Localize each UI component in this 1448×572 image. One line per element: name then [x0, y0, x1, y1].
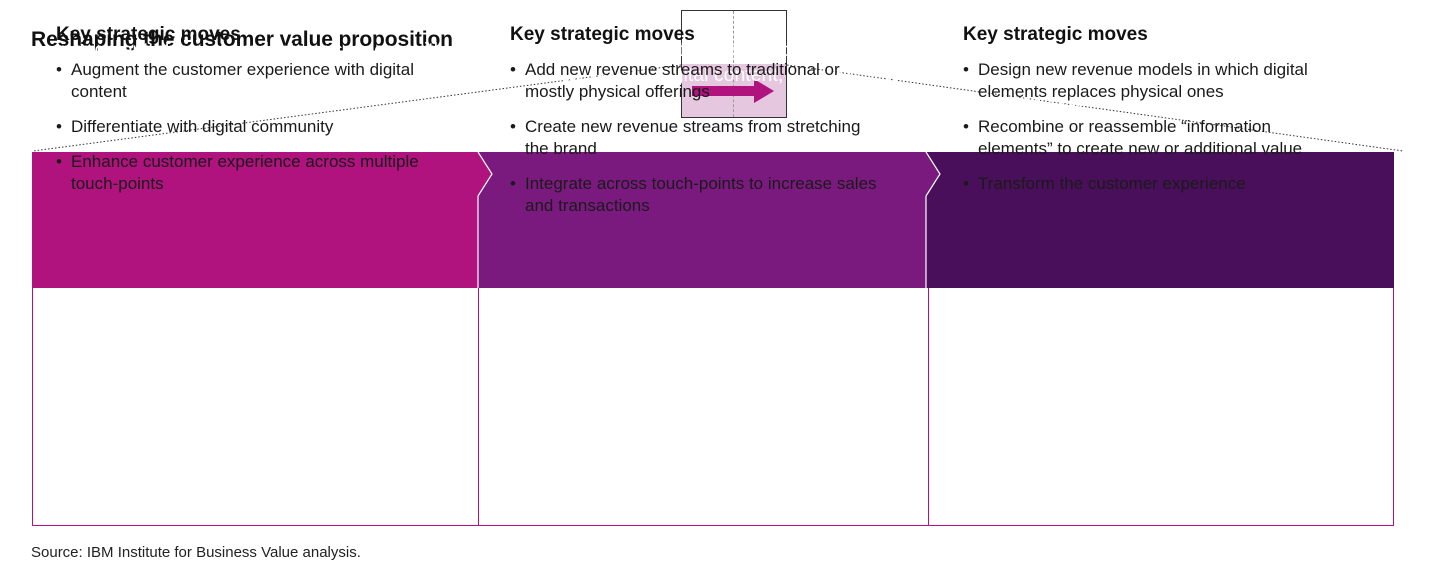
moves-heading: Key strategic moves	[56, 24, 241, 45]
strategic-moves-panel	[32, 288, 1394, 526]
extend-title: Extend	[509, 9, 593, 37]
moves-list: Augment the customer experience with dig…	[56, 59, 426, 195]
list-item: Add new revenue streams to traditional o…	[510, 59, 885, 103]
redefine-title: Redefine	[957, 9, 1063, 37]
extend-moves: Key strategic moves Add new revenue stre…	[510, 24, 885, 230]
list-item: Differentiate with digital community	[56, 116, 426, 138]
moves-list: Design new revenue models in which digit…	[963, 59, 1333, 195]
list-item: Augment the customer experience with dig…	[56, 59, 426, 103]
enhance-title: Enhance	[50, 9, 155, 37]
moves-list: Add new revenue streams to traditional o…	[510, 59, 885, 217]
list-item: Recombine or reassemble “information ele…	[963, 116, 1333, 160]
enhance-moves: Key strategic moves Augment the customer…	[56, 24, 426, 208]
redefine-moves: Key strategic moves Design new revenue m…	[963, 24, 1333, 208]
list-item: Transform the customer experience	[963, 173, 1333, 195]
source-note: Source: IBM Institute for Business Value…	[31, 544, 361, 561]
column-divider	[928, 288, 929, 525]
list-item: Design new revenue models in which digit…	[963, 59, 1333, 103]
moves-heading: Key strategic moves	[963, 24, 1148, 45]
list-item: Enhance customer experience across multi…	[56, 151, 426, 195]
page-title: Reshaping the customer value proposition	[31, 28, 453, 51]
list-item: Integrate across touch-points to increas…	[510, 173, 885, 217]
column-divider	[478, 288, 479, 525]
list-item: Create new revenue streams from stretchi…	[510, 116, 885, 160]
moves-heading: Key strategic moves	[510, 24, 695, 45]
